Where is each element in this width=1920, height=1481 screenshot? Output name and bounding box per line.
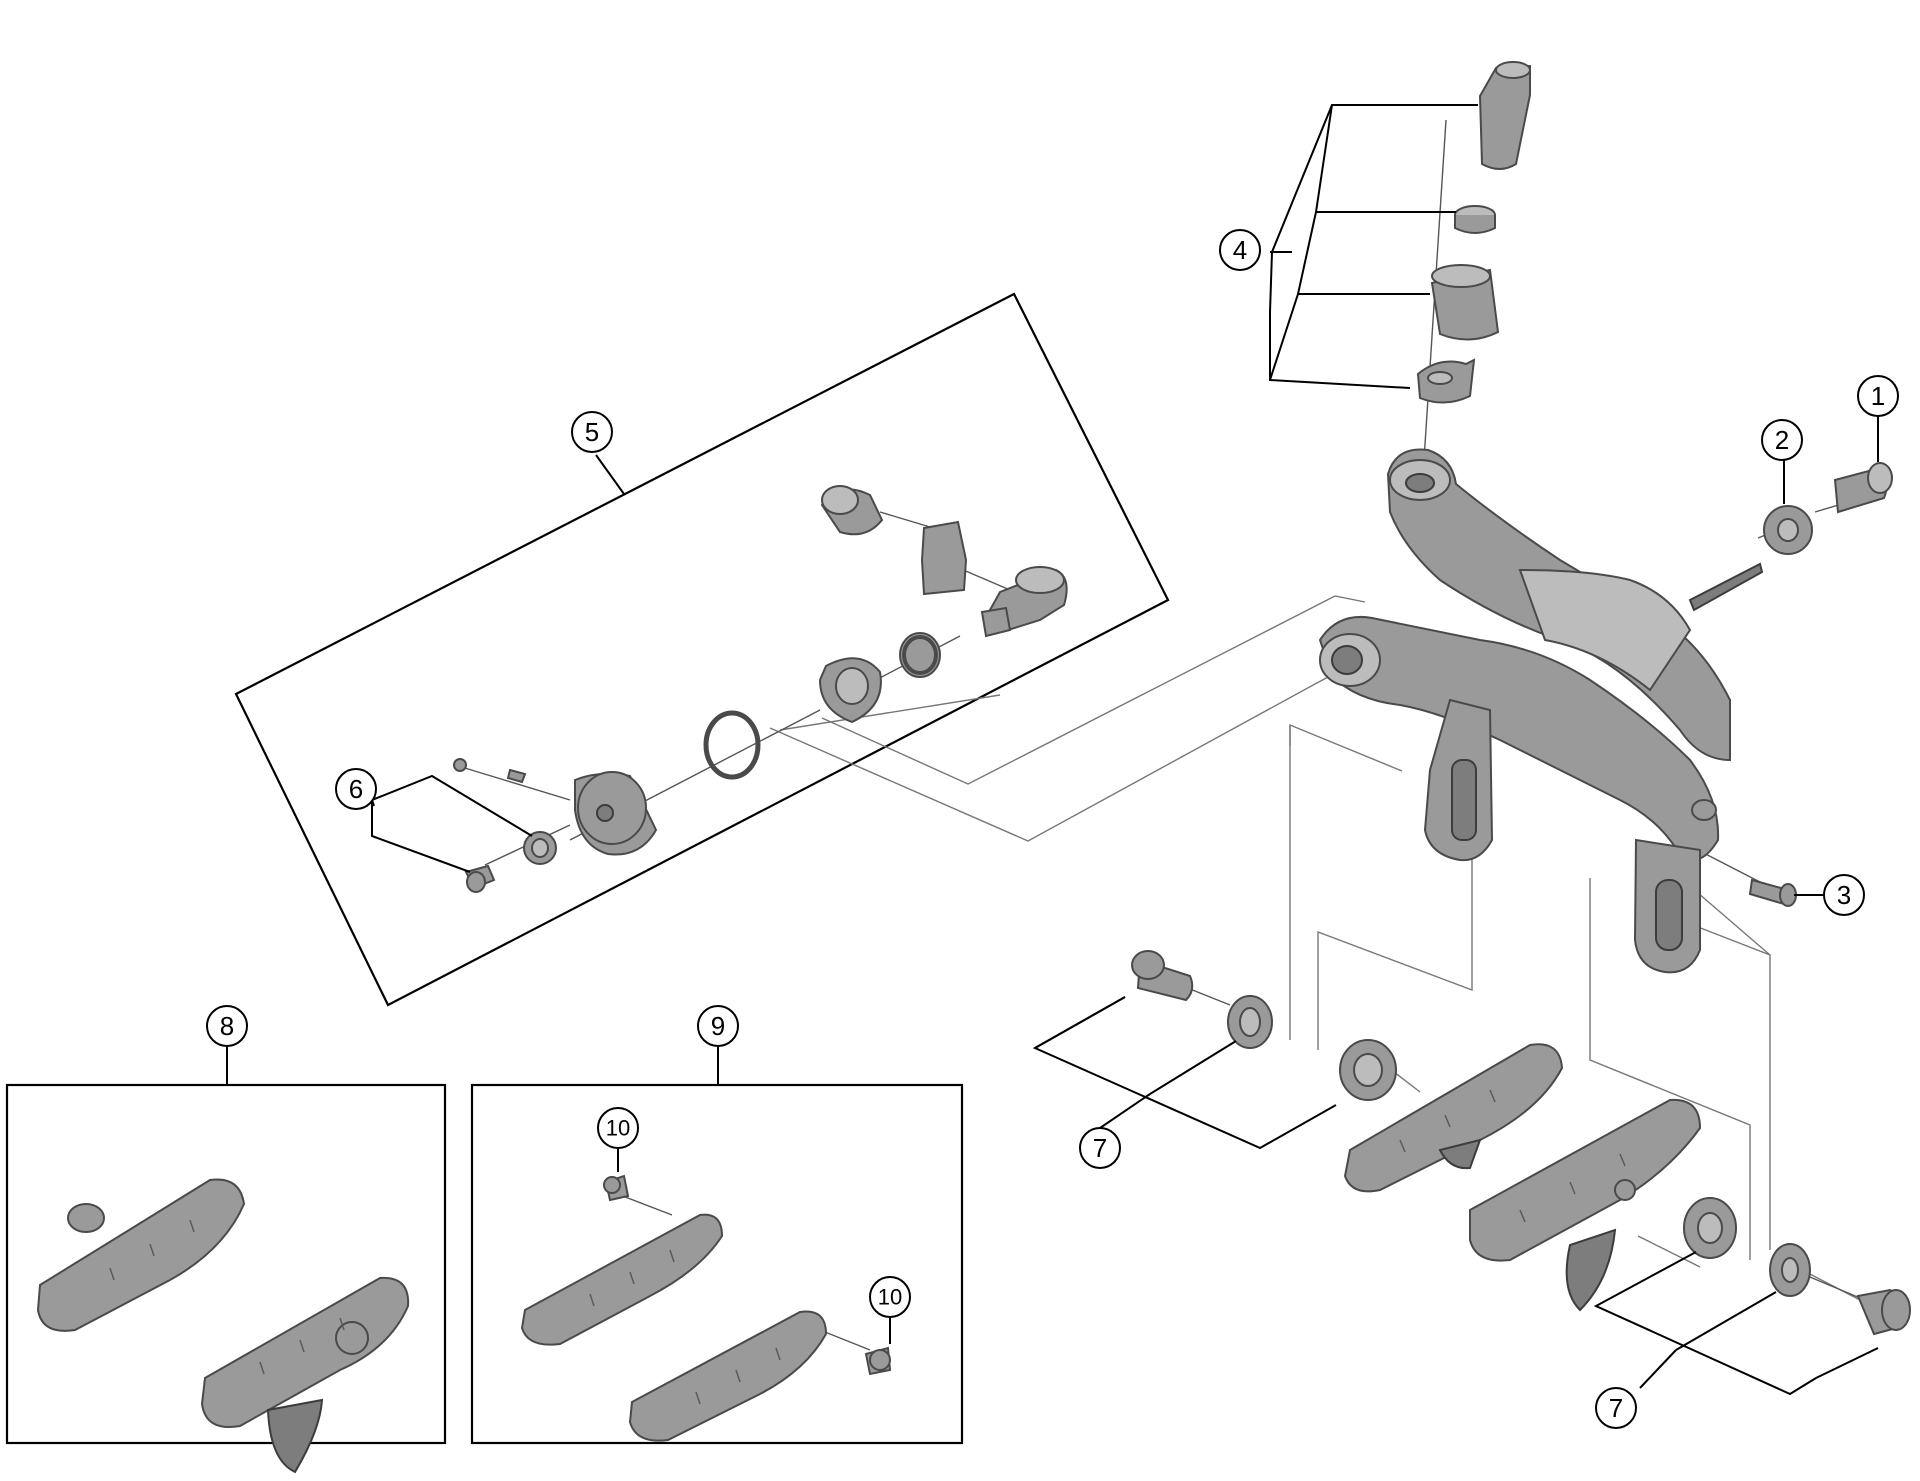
- brake-shoe-set-9: [520, 1174, 892, 1442]
- group-box-5: [234, 292, 1170, 1007]
- svg-text:5: 5: [585, 417, 599, 447]
- svg-text:7: 7: [1609, 1393, 1623, 1423]
- svg-text:6: 6: [349, 774, 363, 804]
- brake-shoe-rear: [1469, 1098, 1702, 1312]
- callout-5: 5: [571, 411, 613, 453]
- callout-7-left: 7: [1079, 1127, 1121, 1169]
- cable-adjuster-assembly: [1416, 61, 1531, 404]
- brake-caliper-body: [1318, 448, 1764, 974]
- screw-part-3: [1748, 878, 1797, 907]
- svg-text:9: 9: [711, 1011, 725, 1041]
- svg-text:4: 4: [1233, 235, 1247, 265]
- callout-9: 9: [697, 1005, 739, 1047]
- svg-text:8: 8: [220, 1011, 234, 1041]
- svg-text:10: 10: [606, 1116, 630, 1141]
- spring-adjuster-assembly: [453, 485, 1068, 893]
- callout-8: 8: [206, 1005, 248, 1047]
- callout-10-bottom: 10: [869, 1276, 911, 1318]
- leader-lines: [226, 104, 1879, 1396]
- callout-4: 4: [1219, 229, 1261, 271]
- svg-text:7: 7: [1093, 1133, 1107, 1163]
- brake-shoe-set-8: [36, 1178, 410, 1474]
- svg-text:3: 3: [1837, 880, 1851, 910]
- callout-1: 1: [1857, 375, 1899, 417]
- brake-shoe-front: [1343, 1043, 1564, 1193]
- mounting-hardware: [1131, 950, 1911, 1336]
- callout-7-right: 7: [1595, 1387, 1637, 1429]
- callout-10-top: 10: [597, 1107, 639, 1149]
- callout-6: 6: [335, 768, 377, 810]
- callout-3: 3: [1823, 874, 1865, 916]
- svg-text:10: 10: [878, 1285, 902, 1310]
- nut-part-1: [1833, 462, 1893, 514]
- washer-part-2: [1763, 505, 1813, 555]
- svg-text:2: 2: [1775, 425, 1789, 455]
- callout-2: 2: [1761, 419, 1803, 461]
- svg-text:1: 1: [1871, 381, 1885, 411]
